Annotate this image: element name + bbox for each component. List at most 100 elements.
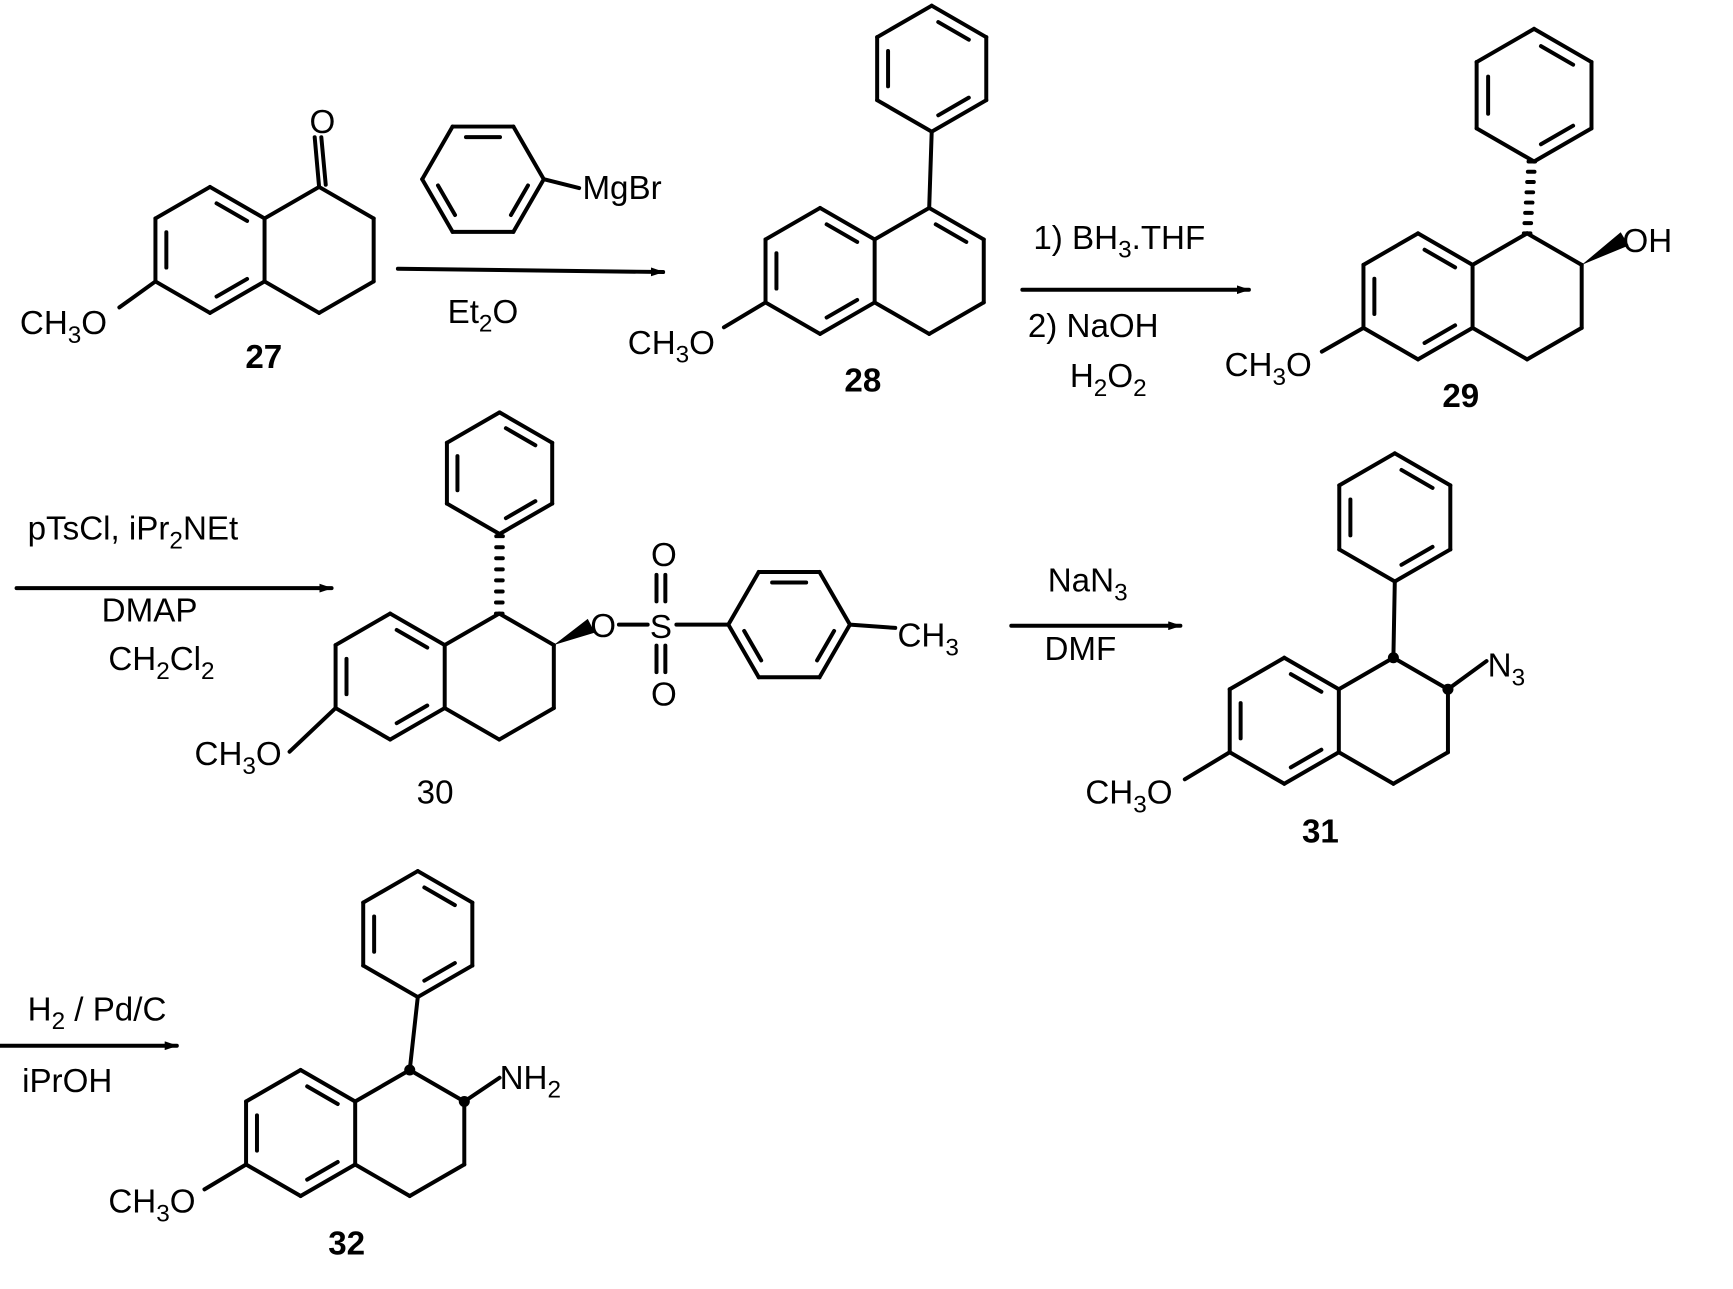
c27-compound-number: 27 [245, 339, 282, 376]
step2-reagent-3: H2O2 [1070, 358, 1147, 402]
c29-ring-bond [1473, 328, 1528, 359]
c27-carbonyl-double-bond [321, 137, 325, 185]
step3-reagent-1: pTsCl, iPr2NEt [28, 511, 239, 555]
c30-methyl-label: CH3 [897, 618, 958, 662]
phenylmagnesium-bromide-ring-bond [513, 127, 543, 180]
c30-ring-bond [499, 708, 554, 739]
c29-ring-bond [1527, 328, 1582, 359]
c31-ring-bond [1393, 752, 1448, 783]
c30-ring-bond [445, 614, 500, 645]
c28-methoxy-label: CH3O [628, 325, 715, 369]
c27-carbonyl-bond [315, 137, 319, 187]
step2-reagent-1: 1) BH3.THF [1033, 220, 1205, 264]
c31-ring-bond [1339, 658, 1394, 689]
step1-solvent: Et2O [448, 294, 519, 338]
c31-ring-bond [1339, 752, 1394, 783]
c31-c1-c2-bond [1393, 658, 1448, 689]
c32-methoxy-label: CH3O [108, 1184, 195, 1228]
c30-phenyl-ring-bond [447, 504, 500, 534]
c29-aromatic-ring-bond [1363, 233, 1418, 264]
c32-c1-c2-bond [410, 1070, 465, 1101]
c27-ketone-oxygen: O [309, 104, 335, 141]
c27-methoxy-bond [119, 281, 155, 307]
c29-methoxy-bond [1322, 328, 1364, 352]
c29-phenyl-ring-bond [1477, 128, 1534, 161]
c32-amine-bond [464, 1078, 499, 1102]
c30-wedge-bond [554, 619, 595, 645]
c28-phenyl-bond [929, 132, 932, 208]
c29-compound-number: 29 [1442, 378, 1479, 415]
c32-ring-bond [410, 1165, 465, 1196]
c30-methoxy-label: CH3O [195, 736, 282, 780]
c29-c1-c2-bond [1527, 233, 1582, 264]
c32-methoxy-bond [204, 1165, 246, 1190]
c30-aromatic-ring-bond [336, 614, 391, 645]
c28-phenyl-ring-bond [877, 6, 932, 37]
c31-stereocenter-dot [1388, 652, 1399, 663]
c31-phenyl-ring-bond [1339, 549, 1395, 581]
c31-compound-number: 31 [1302, 813, 1339, 850]
c32-compound-number: 32 [328, 1226, 365, 1263]
c27-c1-c2-bond [319, 187, 374, 218]
c28-methoxy-bond [724, 302, 766, 327]
c30-c1-c2-bond [499, 614, 554, 645]
bond-layer [119, 6, 1628, 1196]
step4-reagent: NaN3 [1048, 562, 1128, 606]
c28-compound-number: 28 [844, 362, 881, 399]
step4-solvent: DMF [1044, 631, 1116, 668]
c30-sulfonyl-oxygen-bottom: O [651, 676, 677, 713]
step3-reagent-2: DMAP [102, 592, 198, 629]
c30-sulfur: S [650, 609, 672, 646]
c28-ring-bond [929, 302, 984, 333]
step1-mgbr-label: MgBr [582, 170, 661, 207]
c32-phenyl-bond [410, 997, 418, 1070]
c31-aromatic-ring-bond [1230, 658, 1285, 689]
c32-ring-bond [355, 1070, 410, 1101]
c32-amine-label: NH2 [500, 1060, 561, 1104]
c32-ring-bond [355, 1165, 410, 1196]
step5-reagent: H2 / Pd/C [28, 991, 167, 1035]
c32-aromatic-ring-bond [246, 1165, 301, 1196]
phenylmagnesium-bromide-ring-bond [422, 127, 452, 180]
c27-methoxy-label: CH3O [20, 305, 107, 349]
mg-bond [544, 179, 579, 188]
c29-methoxy-label: CH3O [1225, 347, 1312, 391]
c28-ring-bond [875, 208, 930, 239]
c30-methyl-bond [850, 625, 895, 628]
c31-phenyl-ring-bond [1339, 453, 1395, 485]
c30-aromatic-ring-bond [336, 708, 391, 739]
c27-ring-bond [265, 281, 320, 312]
c32-phenyl-ring-bond [363, 966, 418, 997]
c30-sulfonyl-oxygen-top: O [651, 537, 677, 574]
step1-arrow [398, 269, 663, 272]
c27-aromatic-ring-bond [155, 187, 210, 218]
c29-ring-bond [1473, 233, 1528, 264]
c32-phenyl-ring-bond [363, 871, 418, 902]
c28-aromatic-ring-bond [766, 302, 821, 333]
c28-ring-bond [875, 302, 930, 333]
c31-phenyl-bond [1393, 582, 1394, 658]
c31-methoxy-bond [1185, 752, 1230, 779]
c27-ring-bond [319, 281, 374, 312]
step5-solvent: iPrOH [22, 1063, 112, 1100]
step2-reagent-2: 2) NaOH [1028, 308, 1159, 345]
c31-methoxy-label: CH3O [1085, 775, 1172, 819]
c30-ring-bond [445, 708, 500, 739]
c30-tosyl-ring-bond [728, 572, 758, 625]
c31-azide-bond [1448, 661, 1487, 689]
c30-tosyl-ring-bond [820, 572, 850, 625]
c29-aromatic-ring-bond [1363, 328, 1418, 359]
c27-ring-bond [265, 187, 320, 218]
c30-phenyl-ring-bond [447, 412, 500, 442]
c30-methoxy-bond [290, 708, 336, 752]
c32-stereocenter-dot [404, 1064, 415, 1075]
c29-hydroxyl-label: OH [1622, 223, 1672, 260]
c30-compound-number: 30 [417, 775, 454, 812]
c32-aromatic-ring-bond [246, 1070, 301, 1101]
c31-aromatic-ring-bond [1230, 752, 1285, 783]
c31-azide-label: N3 [1488, 648, 1525, 692]
c28-aromatic-ring-bond [766, 208, 821, 239]
c27-aromatic-ring-bond [155, 281, 210, 312]
c30-ester-oxygen: O [590, 608, 616, 645]
